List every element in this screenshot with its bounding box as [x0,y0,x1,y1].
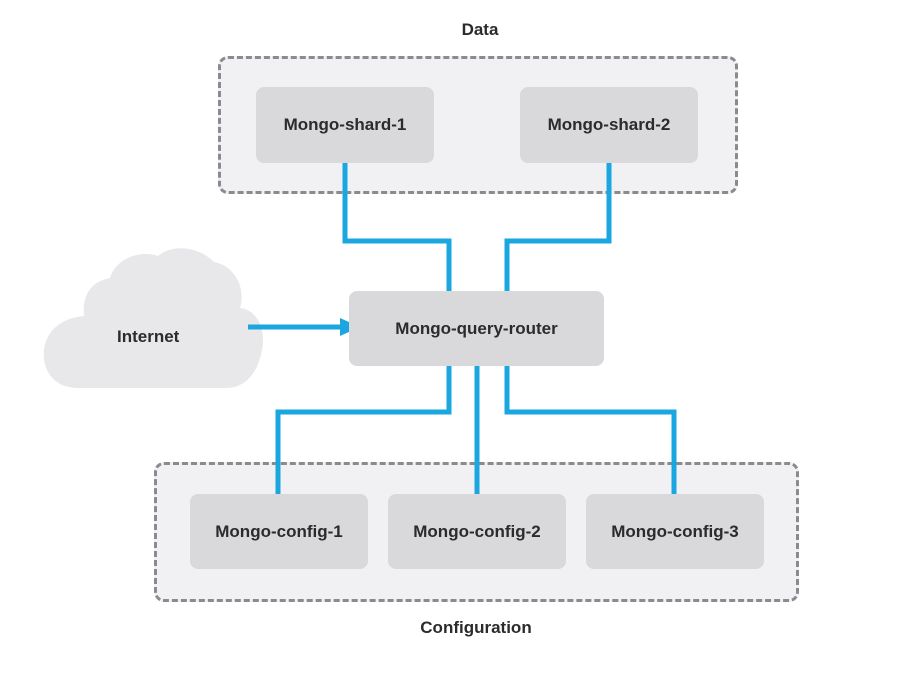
router-to-config3-link [504,364,677,495]
mongo-config-1-node[interactable]: Mongo-config-1 [190,494,368,569]
router-to-config1-link [275,364,452,495]
mongo-shard-1-node[interactable]: Mongo-shard-1 [256,87,434,163]
internet-label: Internet [117,327,180,346]
internet-cloud-icon [43,248,264,388]
mongo-query-router-node[interactable]: Mongo-query-router [349,291,604,366]
internet-to-router-arrow [248,318,360,336]
mongo-config-3-node[interactable]: Mongo-config-3 [586,494,764,569]
shard2-to-router-link [504,162,612,292]
shard1-to-router-link [342,162,452,292]
data-group-label: Data [461,20,499,39]
mongo-shard-2-node[interactable]: Mongo-shard-2 [520,87,698,163]
configuration-group-label: Configuration [420,618,532,637]
mongo-config-2-node[interactable]: Mongo-config-2 [388,494,566,569]
